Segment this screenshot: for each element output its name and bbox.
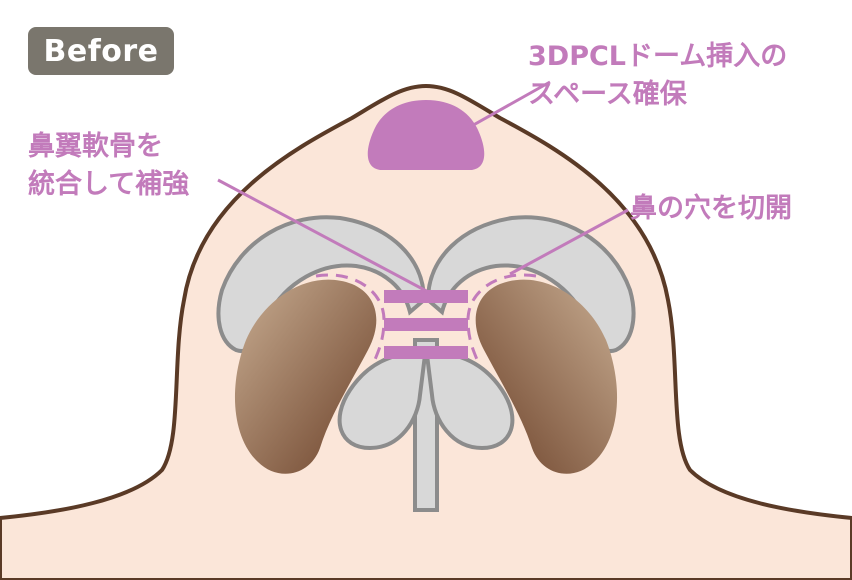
before-badge: Before [28,27,174,75]
reinforcement-band-1 [384,290,468,303]
medial-crus-left [337,351,428,451]
implant-space-label-line1: 3DPCLドーム挿入の [528,41,788,72]
medial-crus-right [424,351,515,451]
cartilage-label-line1: 鼻翼軟骨を [28,131,163,162]
lateral-crus-left [216,215,427,354]
pcl-dome-shape [367,100,485,170]
nostril-right [475,279,618,474]
reinforcement-band-2 [384,318,468,331]
leader-line-nostril [509,208,629,276]
cartilage-label: 鼻翼軟骨を 統合して補強 [28,128,189,204]
leader-line-implant [467,80,551,130]
incision-line-left [315,273,386,363]
nostril-left [234,279,377,474]
lateral-crus-right [425,215,636,354]
implant-space-label-line2: スペース確保 [528,79,687,110]
nostril-incision-label: 鼻の穴を切開 [630,193,792,224]
cartilage-label-line2: 統合して補強 [28,169,190,200]
leader-line-cartilage [217,178,433,296]
nose-outline [0,83,852,580]
reinforcement-band-3 [384,346,468,359]
incision-line-right [466,273,537,363]
implant-space-label: 3DPCLドーム挿入の スペース確保 [528,38,787,114]
